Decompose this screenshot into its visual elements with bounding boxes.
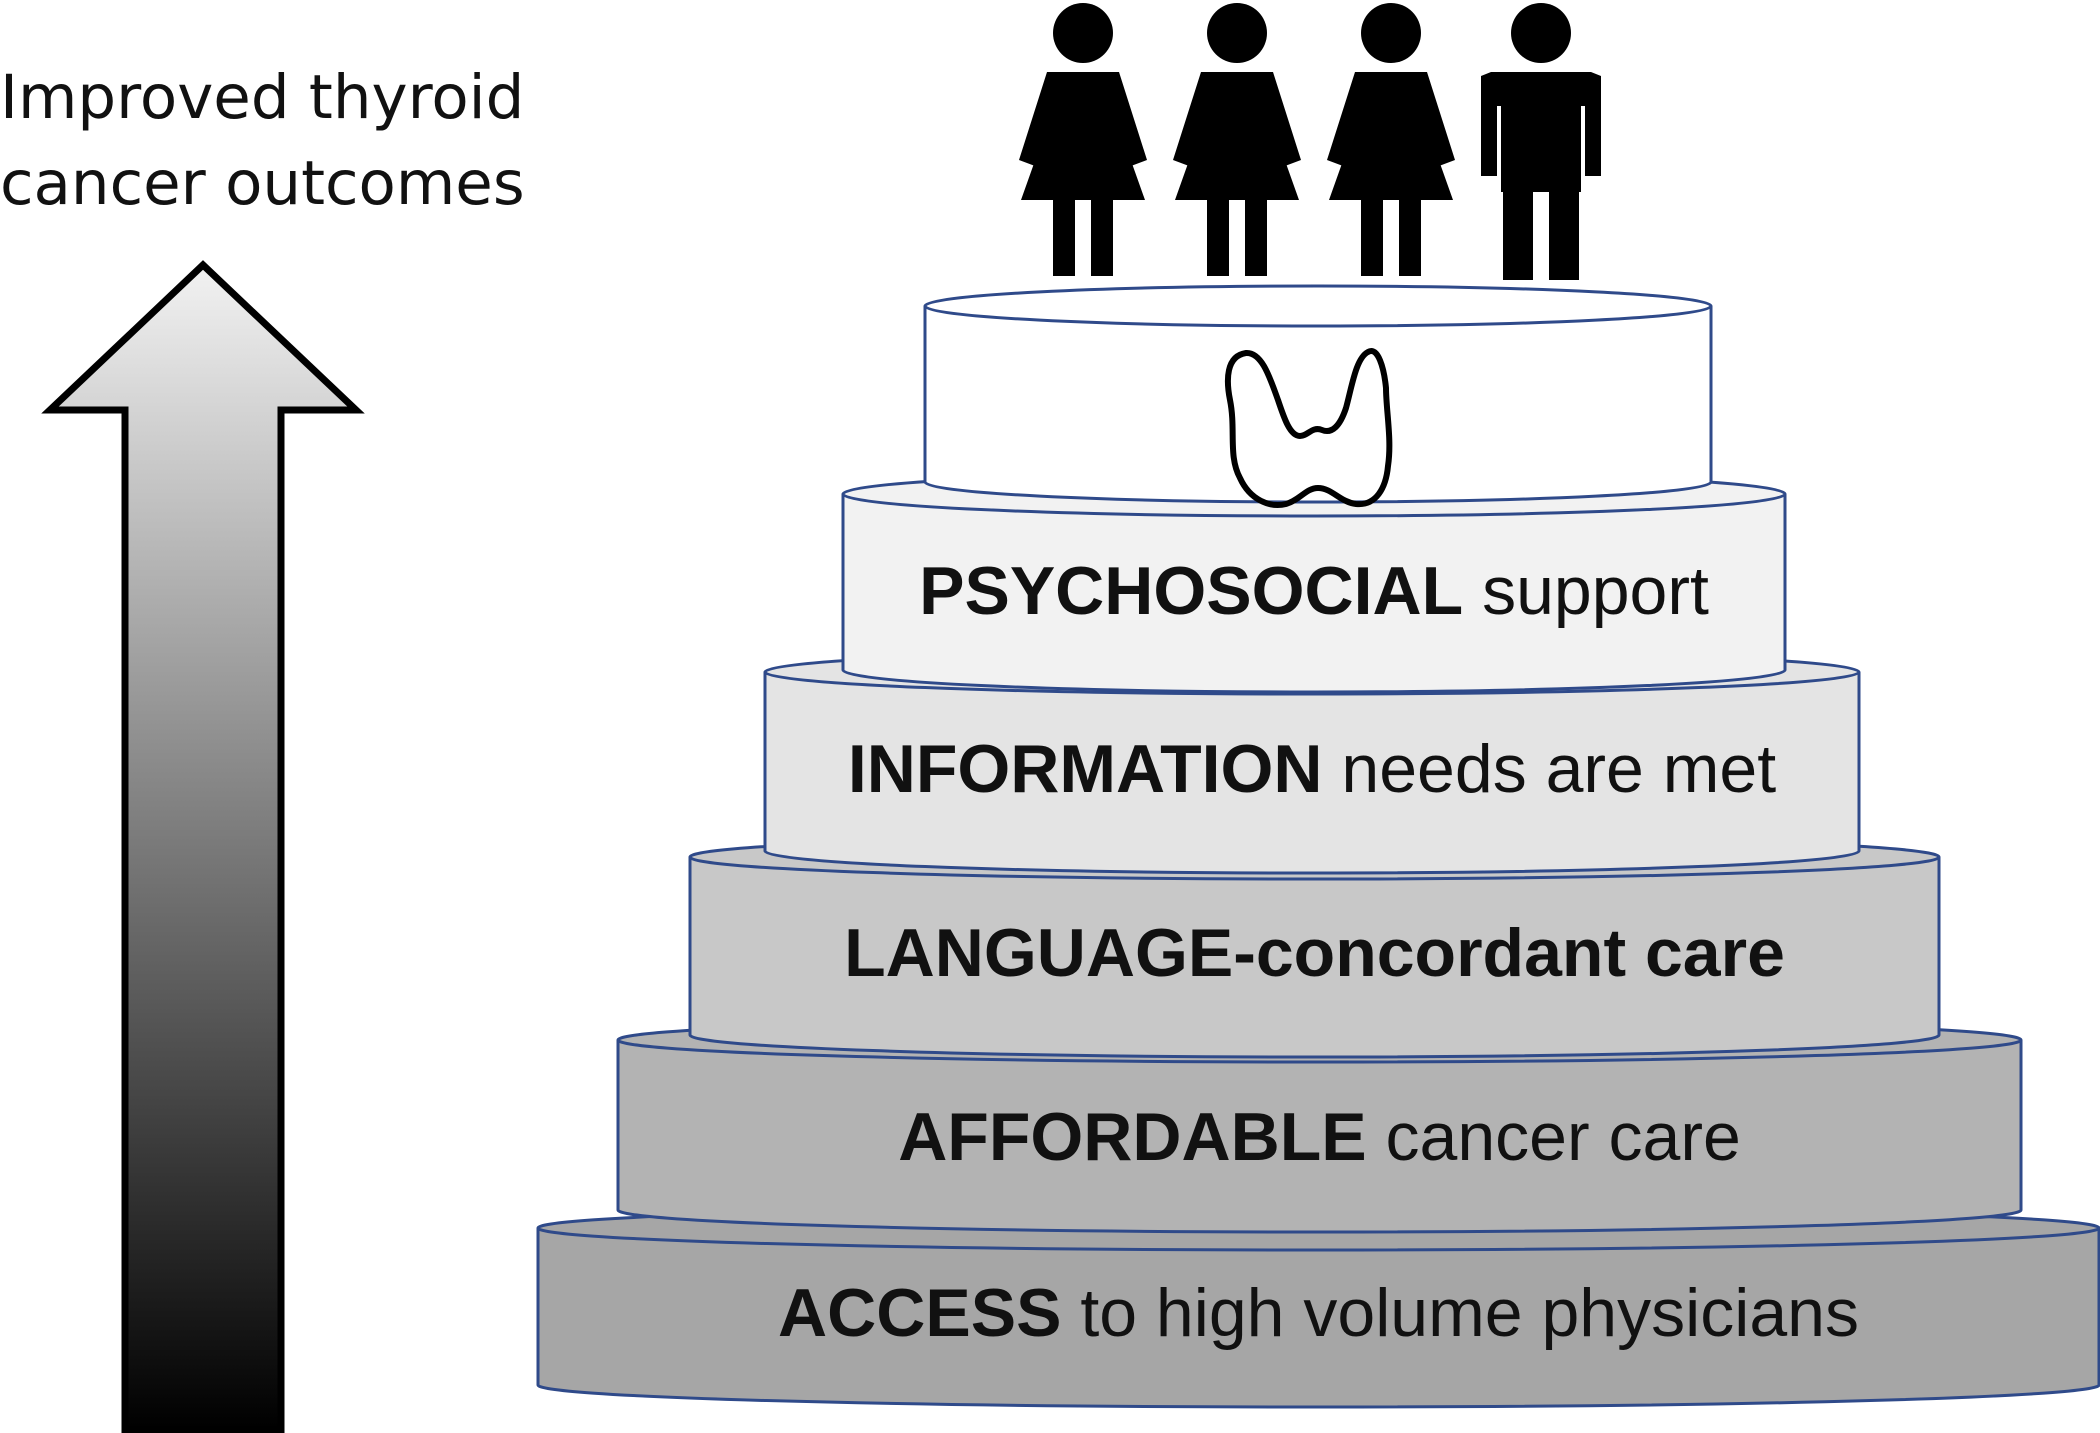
tier-label-information: INFORMATION needs are met bbox=[848, 731, 1776, 807]
arrow-caption-line-2: cancer outcomes bbox=[0, 148, 525, 219]
arrow-caption-line-1: Improved thyroid bbox=[0, 62, 525, 133]
people-group bbox=[1019, 3, 1601, 280]
tier-body bbox=[688, 857, 1941, 1059]
woman-icon bbox=[1173, 3, 1301, 276]
tier-label-rest: support bbox=[1463, 553, 1709, 629]
tier-label-emphasis: ACCESS bbox=[778, 1275, 1061, 1351]
top-tier-body bbox=[923, 306, 1713, 504]
top-tier bbox=[923, 284, 1713, 508]
tier-label-language: LANGUAGE-concordant care bbox=[844, 915, 1785, 991]
top-tier-lid bbox=[923, 284, 1713, 328]
tier-label-affordable: AFFORDABLE cancer care bbox=[898, 1099, 1741, 1175]
woman-icon bbox=[1019, 3, 1147, 276]
tier-affordable: AFFORDABLE cancer care bbox=[616, 1016, 2023, 1234]
tier-label-emphasis: INFORMATION bbox=[848, 731, 1323, 807]
tier-label-rest: to high volume physicians bbox=[1061, 1275, 1859, 1351]
woman-icon bbox=[1327, 3, 1455, 276]
tier-body bbox=[536, 1228, 2100, 1409]
tier-label-psychosocial: PSYCHOSOCIAL support bbox=[919, 553, 1709, 629]
tier-access: ACCESS to high volume physicians bbox=[536, 1204, 2100, 1409]
arrow-caption: Improved thyroid cancer outcomes bbox=[0, 55, 525, 227]
thyroid-gland-icon bbox=[1224, 348, 1393, 508]
tier-label-emphasis: PSYCHOSOCIAL bbox=[919, 553, 1463, 629]
tier-body bbox=[763, 672, 1861, 875]
improvement-arrow bbox=[41, 260, 365, 1433]
man-icon bbox=[1481, 3, 1601, 280]
tier-label-access: ACCESS to high volume physicians bbox=[778, 1275, 1859, 1351]
tier-body bbox=[616, 1040, 2023, 1234]
tier-psychosocial: PSYCHOSOCIAL support bbox=[841, 470, 1787, 694]
tier-label-emphasis: AFFORDABLE bbox=[898, 1099, 1366, 1175]
tier-label-rest: cancer care bbox=[1367, 1099, 1741, 1175]
tier-stack: ACCESS to high volume physicians AFFORDAB… bbox=[536, 470, 2100, 1409]
tier-body bbox=[841, 494, 1787, 694]
tier-label-emphasis: LANGUAGE-concordant care bbox=[844, 915, 1785, 991]
tier-label-rest: needs are met bbox=[1323, 731, 1777, 807]
